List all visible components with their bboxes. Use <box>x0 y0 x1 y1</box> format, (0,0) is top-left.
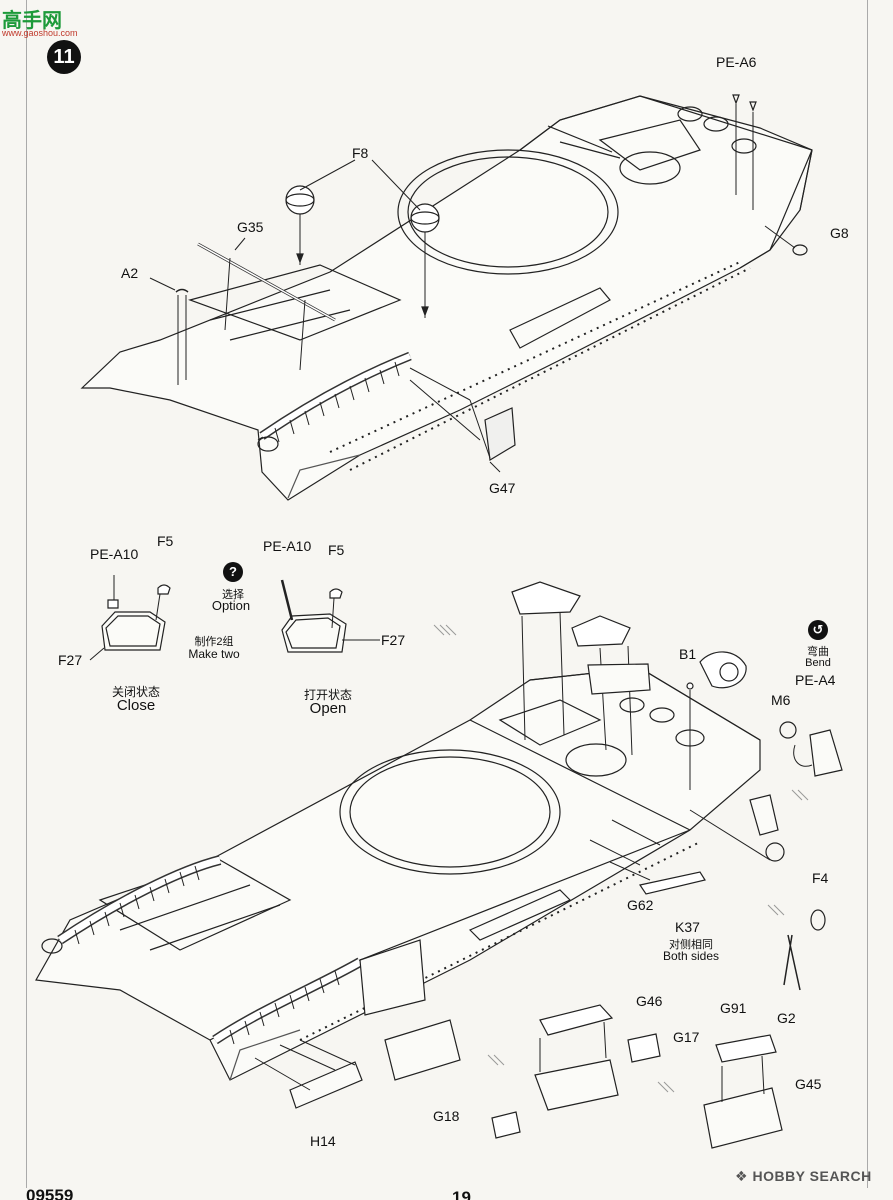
part-label-f5-open: F5 <box>328 542 345 558</box>
page-number: 19 <box>452 1188 471 1200</box>
part-label-g2: G2 <box>777 1010 796 1026</box>
part-label-f27-open: F27 <box>381 632 406 648</box>
part-label-g35: G35 <box>237 219 264 235</box>
bend-label-en: Bend <box>805 657 831 669</box>
catalog-number: 09559 <box>26 1186 74 1200</box>
make-two-label-en: Make two <box>188 647 240 661</box>
bottom-hull-drawing <box>35 581 843 1149</box>
option-label-en: Option <box>211 598 251 613</box>
part-label-g46: G46 <box>636 993 663 1009</box>
watermark-right: ❖ HOBBY SEARCH <box>735 1168 872 1185</box>
part-label-f4: F4 <box>812 870 829 886</box>
watermark-right-text: HOBBY SEARCH <box>752 1168 872 1184</box>
part-label-b1: B1 <box>679 646 697 662</box>
part-label-f8: F8 <box>352 145 369 161</box>
part-label-pe-a10-close: PE-A10 <box>90 546 139 562</box>
step-number-badge: 11 <box>47 40 81 74</box>
caption-close-en: Close <box>116 697 156 714</box>
part-label-m6: M6 <box>771 692 791 708</box>
caption-open-cn: 打开状态 <box>303 688 353 702</box>
hatch-detail-drawing <box>89 575 380 661</box>
part-label-pe-a10-open: PE-A10 <box>263 538 312 554</box>
watermark-left-url: www.gaoshou.com <box>2 28 78 38</box>
part-label-g45: G45 <box>795 1076 822 1092</box>
part-label-f27-close: F27 <box>58 652 83 668</box>
part-label-g47: G47 <box>489 480 516 496</box>
option-label-cn: 选择 <box>222 589 244 601</box>
part-label-g62: G62 <box>627 897 654 913</box>
caption-close-cn: 关闭状态 <box>111 685 161 699</box>
question-icon: ? <box>223 562 243 582</box>
part-label-g91: G91 <box>720 1000 747 1016</box>
both-sides-label-cn: 对侧相同 <box>669 939 713 951</box>
page-border <box>26 0 27 1188</box>
bend-icon: ↺ <box>808 620 828 640</box>
page-border <box>867 0 868 1188</box>
watermark-left: 高手网 <box>2 8 62 32</box>
caption-open-en: Open <box>309 700 347 717</box>
part-label-a2: A2 <box>121 265 139 281</box>
part-label-f5-close: F5 <box>157 533 174 549</box>
part-label-h14: H14 <box>310 1133 336 1149</box>
top-hull-drawing <box>80 94 813 501</box>
bend-label-cn: 弯曲 <box>807 646 829 658</box>
both-sides-label-en: Both sides <box>662 949 720 963</box>
part-label-g8: G8 <box>830 225 849 241</box>
part-label-pe-a6: PE-A6 <box>716 54 757 70</box>
part-label-g17: G17 <box>673 1029 700 1045</box>
make-two-label-cn: 制作2组 <box>194 636 234 648</box>
hobbysearch-logo-icon: ❖ <box>735 1168 753 1184</box>
part-label-pe-a4: PE-A4 <box>795 672 836 688</box>
part-label-g18: G18 <box>433 1108 460 1124</box>
part-label-k37: K37 <box>675 919 700 935</box>
